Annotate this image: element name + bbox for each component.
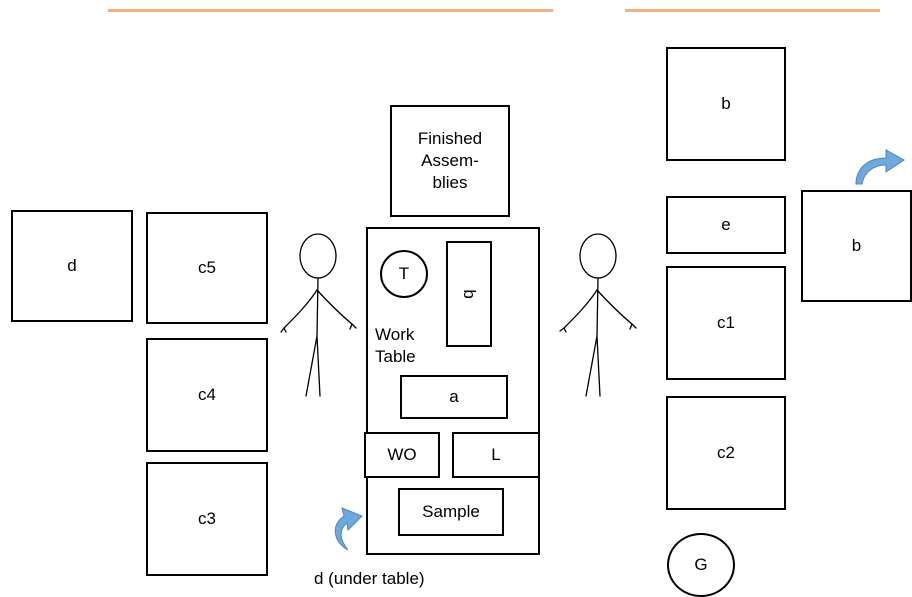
area-c5: c5	[146, 212, 268, 324]
area-b-side-label: b	[851, 235, 862, 255]
area-sample-label: Sample	[422, 501, 480, 521]
area-c4-label: c4	[198, 384, 216, 404]
note-d-under-table-text: d (under table)	[314, 569, 425, 588]
area-c4: c4	[146, 338, 268, 452]
area-l: L	[452, 432, 540, 478]
area-b-top-right-label: b	[721, 93, 731, 113]
note-d-under-table: d (under table)	[314, 568, 425, 590]
area-b-top-right: b	[666, 47, 786, 161]
area-g-label: G	[694, 555, 708, 574]
area-c2: c2	[666, 396, 786, 510]
area-c5-label: c5	[198, 257, 216, 277]
area-g-circle: G	[667, 533, 735, 597]
finished-assemblies-box: Finished Assem- blies	[390, 105, 510, 217]
area-d-left-label: d	[67, 255, 77, 275]
work-table-label: Work Table	[375, 302, 416, 368]
finished-assemblies-label: Finished Assem- blies	[417, 128, 483, 193]
area-c3-label: c3	[198, 508, 216, 528]
worker-right-figure	[559, 233, 637, 397]
top-divider-left	[108, 9, 553, 12]
area-c2-label: c2	[717, 442, 735, 462]
area-c1: c1	[666, 266, 786, 380]
area-l-label: L	[491, 444, 501, 464]
area-c1-label: c1	[717, 312, 735, 332]
top-divider-right	[625, 9, 880, 12]
area-d-left: d	[11, 210, 133, 322]
area-a: a	[400, 375, 508, 419]
tool-t-circle: T	[380, 250, 428, 298]
area-b-on-table-label: b	[460, 289, 480, 299]
area-sample: Sample	[398, 488, 504, 536]
curved-arrow-table-icon	[334, 507, 363, 551]
area-b-side: b	[801, 190, 912, 302]
tool-t-label: T	[398, 264, 410, 283]
worker-left-figure	[280, 233, 357, 397]
area-c3: c3	[146, 462, 268, 576]
work-table-text: Work Table	[375, 325, 416, 367]
area-a-label: a	[449, 386, 459, 406]
area-wo: WO	[364, 432, 440, 478]
area-wo-label: WO	[387, 444, 417, 464]
curved-arrow-side-icon	[855, 149, 905, 185]
area-b-on-table: b	[446, 241, 492, 347]
area-e: e	[666, 196, 786, 254]
area-e-label: e	[721, 214, 731, 234]
